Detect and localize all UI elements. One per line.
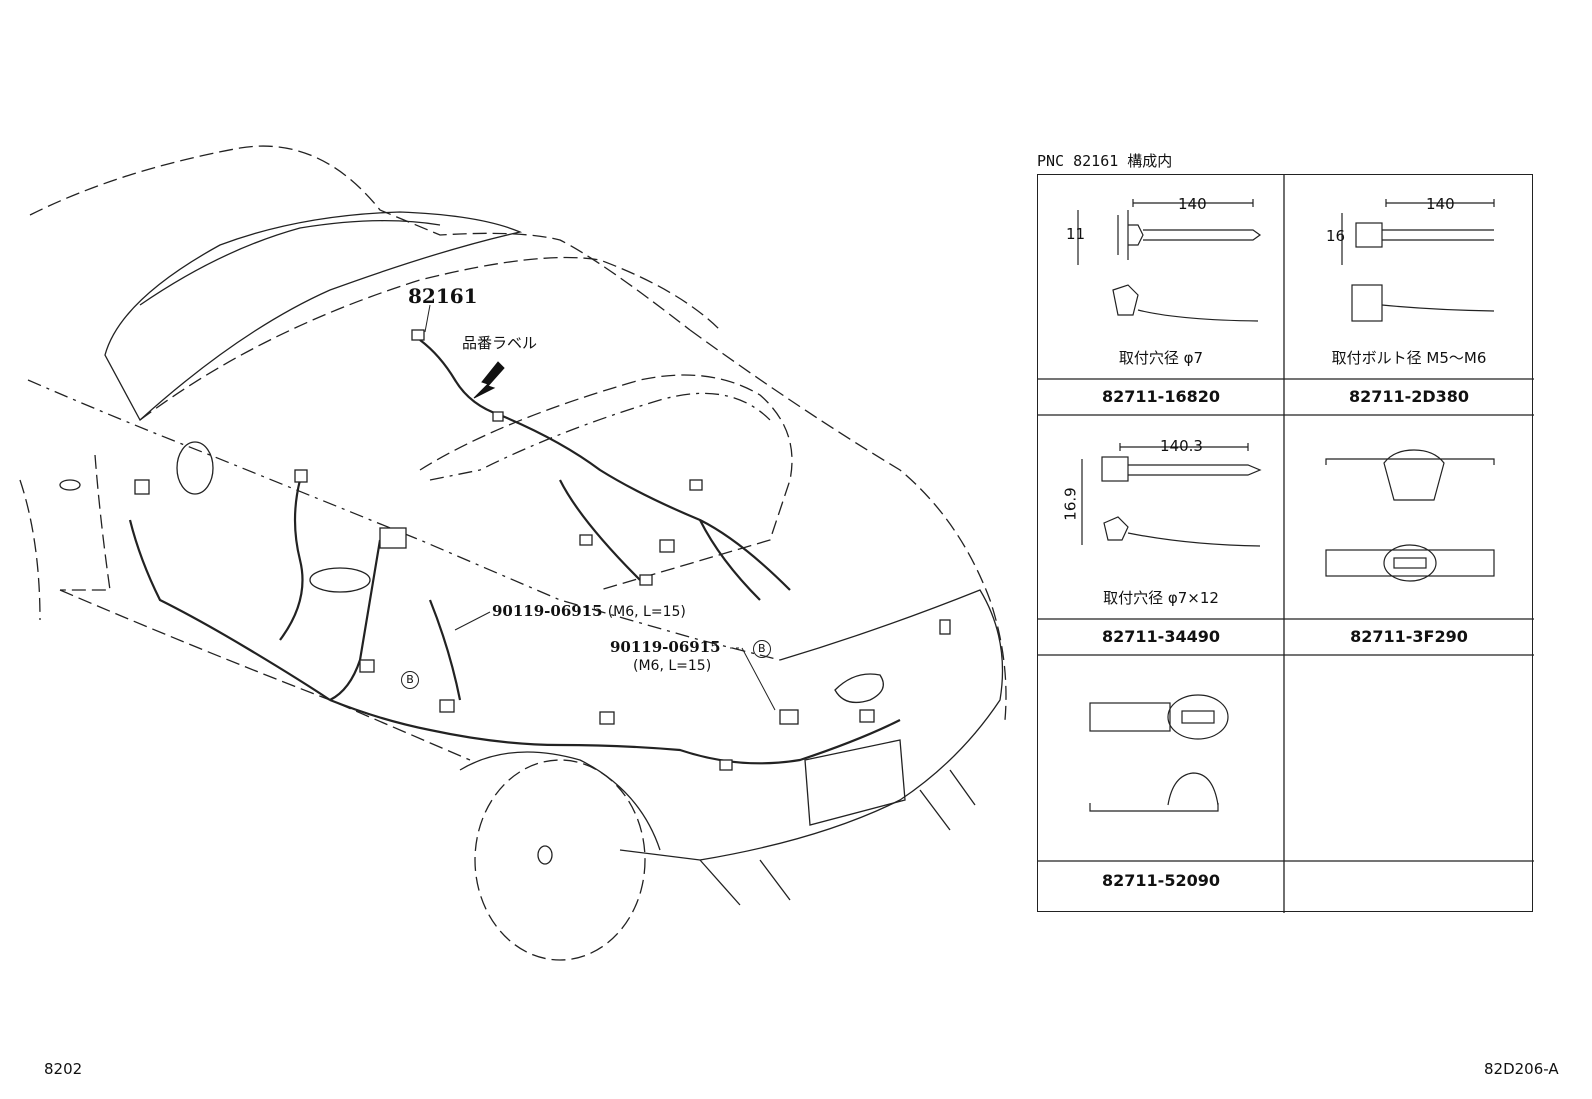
bolt-upper-spec: (M6, L=15) — [607, 604, 686, 620]
vehicle-wiring-diagram — [19, 145, 1007, 961]
dim-height: 11 — [1066, 225, 1086, 243]
part-number-cell: 82711-16820 — [1038, 379, 1284, 415]
part-number-cell: 82711-52090 — [1038, 861, 1284, 913]
connector — [689, 479, 703, 491]
rear-deck-outline — [419, 374, 793, 591]
harness-rear-run — [329, 698, 901, 765]
part-number-cell: 82711-34490 — [1038, 619, 1284, 655]
part-number: 82711-2D380 — [1348, 387, 1470, 406]
rear-diffuser — [699, 769, 976, 906]
connector — [294, 469, 308, 483]
part-number: 82711-3F290 — [1350, 627, 1468, 646]
roof-outline — [29, 145, 691, 331]
rear-emblem — [834, 673, 884, 704]
connector — [719, 759, 733, 771]
dim-length: 140 — [1426, 195, 1455, 213]
table-title: PNC 82161 構成内 — [1037, 152, 1173, 170]
harness-branch-d — [428, 599, 462, 701]
connector — [779, 709, 799, 725]
body-side-lower — [59, 589, 471, 761]
clamp-caption: 取付ボルト径 M5〜M6 — [1331, 349, 1487, 367]
ref-marker-b: B — [752, 640, 771, 658]
part-number: 82711-52090 — [1102, 871, 1220, 890]
dim-length: 140 — [1178, 195, 1207, 213]
rear-wheel-outer — [474, 759, 646, 961]
connector — [492, 411, 504, 422]
clamp-drawing-34490 — [1081, 443, 1262, 547]
harness-branch-a — [559, 479, 641, 581]
harness-branch-b — [699, 519, 761, 601]
dim-height: 16.9 — [1061, 487, 1080, 521]
connector — [411, 329, 425, 341]
front-wheel-arch — [19, 479, 41, 621]
harness-branch-c — [279, 479, 304, 641]
clamp-drawing-16820 — [1077, 199, 1262, 322]
clamp-drawing-2D380 — [1341, 199, 1495, 322]
figure-id: 82D206-A — [1484, 1060, 1559, 1078]
leader-82161 — [424, 304, 431, 333]
table-grid — [1038, 175, 1534, 913]
bolt-lower-part-number: 90119-06915 — [610, 638, 721, 656]
connector — [134, 479, 150, 495]
label-arrow — [473, 361, 505, 399]
dim-height: 16 — [1326, 227, 1346, 245]
connector — [579, 534, 593, 546]
dim-length: 140.3 — [1160, 437, 1203, 455]
clamp-caption: 取付穴径 φ7 — [1118, 349, 1204, 367]
figure-page-code: 8202 — [44, 1060, 83, 1078]
connector — [599, 711, 615, 725]
harness-roof-run — [419, 339, 791, 591]
part-number-cell: 82711-2D380 — [1284, 379, 1534, 415]
part-number-cell — [1284, 861, 1534, 913]
windshield-outline — [104, 211, 523, 422]
harness-side-run — [128, 519, 331, 701]
connector — [379, 527, 407, 549]
connector — [359, 659, 375, 673]
connector — [639, 574, 653, 586]
harness-mid-run — [329, 539, 382, 701]
part-number-cell: 82711-3F290 — [1284, 619, 1534, 655]
rear-bumper — [619, 589, 1004, 861]
cabin-dashed — [139, 256, 721, 421]
clamp-drawing-52090 — [1089, 694, 1229, 812]
ref-marker-b-drawing: B — [401, 668, 419, 689]
side-mirror — [176, 441, 214, 495]
license-plate-recess — [804, 739, 906, 826]
empty-cell — [1284, 655, 1534, 861]
clamp-parts-table: 140 11 取付穴径 φ7 82711-16820 140 16 取付ボルト径… — [1037, 174, 1534, 913]
bolt-upper-part-number: 90119-06915 — [492, 602, 603, 620]
body-side-upper — [27, 379, 781, 661]
clamp-cell-2D380: 140 16 取付ボルト径 M5〜M6 — [1284, 175, 1534, 379]
clamp-cell-16820: 140 11 取付穴径 φ7 — [1038, 175, 1284, 379]
connector — [859, 709, 875, 723]
leader-bolt-upper — [454, 611, 491, 631]
fuel-door — [309, 567, 371, 593]
rear-wheel-arch — [459, 751, 661, 851]
connector — [939, 619, 951, 635]
part-number: 82711-16820 — [1102, 387, 1220, 406]
clamp-caption: 取付穴径 φ7×12 — [1103, 589, 1219, 607]
bolt-lower-spec: (M6, L=15) — [633, 658, 712, 674]
connector — [659, 539, 675, 553]
door-line — [60, 454, 111, 591]
clamp-drawing-3F290 — [1325, 449, 1495, 582]
trunk-lid — [429, 392, 771, 481]
leader-bolt-lower — [741, 647, 776, 711]
rear-body-outline — [689, 329, 1007, 721]
windshield-inner — [139, 220, 441, 306]
side-marker — [59, 479, 81, 491]
clamp-cell-52090 — [1038, 655, 1284, 861]
clamp-cell-34490: 140.3 16.9 取付穴径 φ7×12 — [1038, 415, 1284, 619]
part-number: 82711-34490 — [1102, 627, 1220, 646]
clamp-cell-3F290 — [1284, 415, 1534, 619]
bolt-callout-upper: 90119-06915 (M6, L=15) — [492, 601, 686, 620]
harness-part-number: 82161 — [408, 284, 478, 308]
bolt-callout-lower: 90119-06915 B — [610, 637, 771, 658]
ref-marker-b: B — [401, 671, 419, 689]
part-label-note: 品番ラベル — [462, 334, 538, 352]
connector — [439, 699, 455, 713]
rear-wheel-hub — [537, 845, 553, 865]
